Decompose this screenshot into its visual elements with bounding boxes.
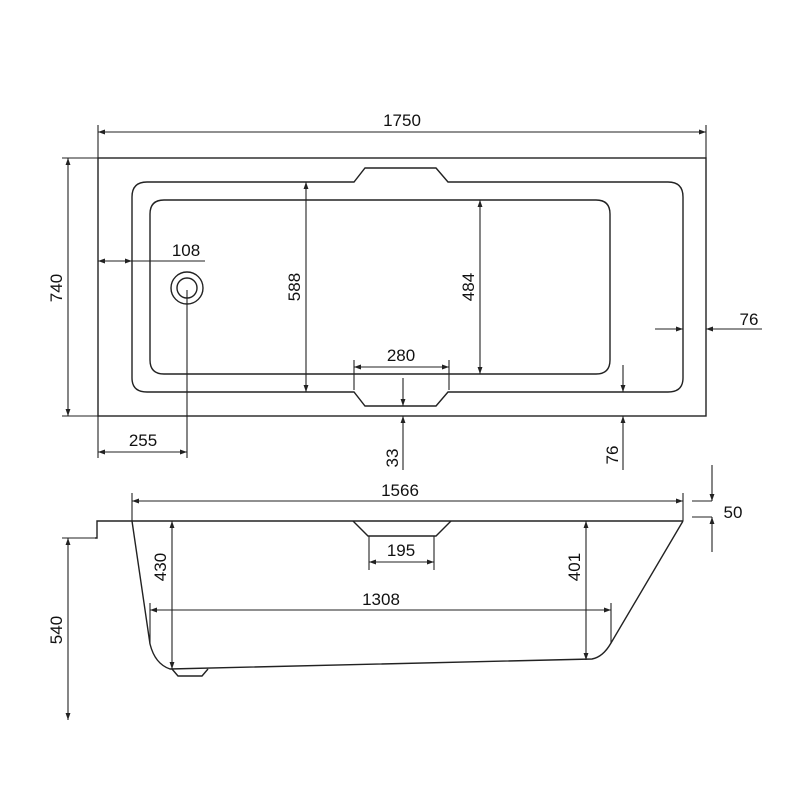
dim-bowl-width: 588 — [285, 273, 304, 301]
top-view: 1750 740 108 255 588 484 280 33 76 — [47, 111, 762, 470]
dim-rim-length: 1566 — [381, 481, 419, 500]
dim-handle-width: 280 — [387, 346, 415, 365]
dim-depth-right: 401 — [565, 553, 584, 581]
tub-bowl-outline — [131, 167, 684, 407]
side-view: 1566 50 195 430 401 1308 540 — [47, 465, 742, 720]
dim-overall-length: 1750 — [383, 111, 421, 130]
dim-overall-width: 740 — [47, 274, 66, 302]
dim-overall-height: 540 — [47, 616, 66, 644]
tub-rim-profile — [95, 520, 683, 539]
tub-body-profile — [131, 520, 684, 670]
dim-depth-left: 430 — [151, 553, 170, 581]
dim-handle-depth: 33 — [383, 449, 402, 468]
dim-rim-end: 76 — [740, 310, 759, 329]
dim-floor-length: 1308 — [362, 590, 400, 609]
headrest-recess — [352, 520, 452, 537]
dim-rim-side: 76 — [603, 446, 622, 465]
dim-rim-thickness: 50 — [724, 503, 743, 522]
dim-headrest-width: 195 — [387, 541, 415, 560]
tub-floor-outline — [149, 199, 611, 375]
tub-foot — [171, 668, 209, 677]
dim-waste-end-offset: 108 — [172, 241, 200, 260]
tub-outer-rim — [97, 157, 707, 417]
dim-floor-width: 484 — [459, 273, 478, 301]
dim-waste-side-offset: 255 — [129, 431, 157, 450]
